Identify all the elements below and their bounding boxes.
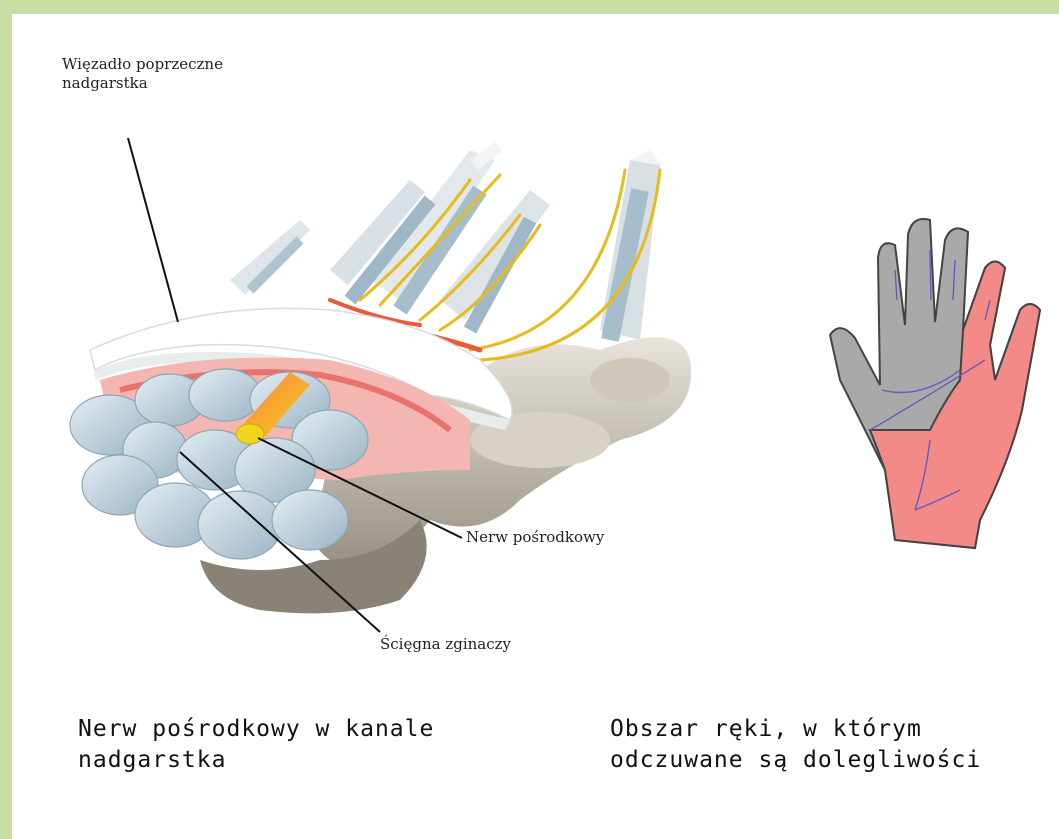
right-caption: Obszar ręki, w którym odczuwane są doleg… <box>610 714 981 776</box>
hand-diagram <box>830 219 1040 548</box>
tendons-label: Ścięgna zginaczy <box>380 635 511 654</box>
ligament-leader-line <box>128 138 178 322</box>
left-caption: Nerw pośrodkowy w kanale nadgarstka <box>78 714 434 776</box>
ligament-label-line2: nadgarstka <box>62 74 223 93</box>
nerve-label: Nerw pośrodkowy <box>466 528 604 547</box>
left-caption-line1: Nerw pośrodkowy w kanale <box>78 714 434 745</box>
ligament-label-line1: Więzadło poprzeczne <box>62 55 223 74</box>
ligament-label: Więzadło poprzeczne nadgarstka <box>62 55 223 93</box>
right-caption-line2: odczuwane są dolegliwości <box>610 745 981 776</box>
right-caption-line1: Obszar ręki, w którym <box>610 714 981 745</box>
flexor-tendons <box>70 369 368 559</box>
left-caption-line2: nadgarstka <box>78 745 434 776</box>
